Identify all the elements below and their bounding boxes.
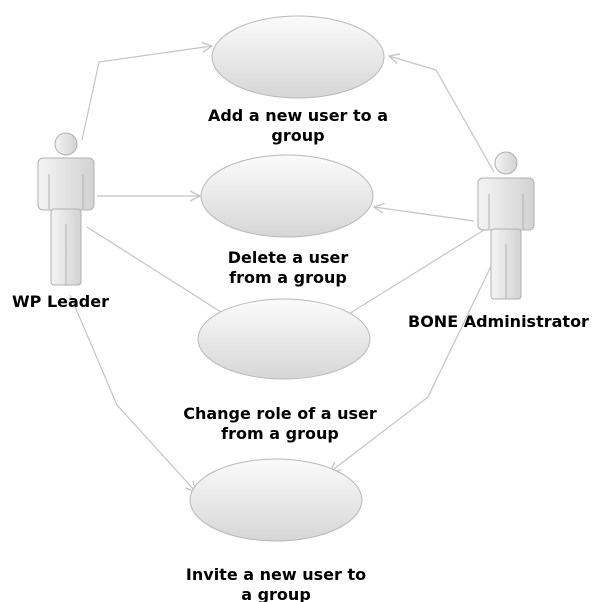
use-case-change-role-line1: Change role of a user (183, 404, 377, 423)
actor-bone-admin-label: BONE Administrator (408, 312, 589, 331)
use-case-add-user-ellipse[interactable] (211, 15, 385, 99)
actor-wp-leader-figure[interactable] (37, 132, 95, 286)
use-case-delete-user-line1: Delete a user (227, 248, 349, 267)
use-case-invite-user-ellipse[interactable] (189, 458, 363, 542)
use-case-invite-user-label: Invite a new user to a group (126, 565, 426, 602)
use-case-change-role-line2: from a group (221, 424, 339, 443)
association-bone-admin-delete-user (374, 207, 475, 222)
use-case-invite-user-line1: Invite a new user to (185, 565, 367, 584)
association-wp-leader-change-role (86, 226, 232, 319)
use-case-change-role-label: Change role of a user from a group (130, 404, 430, 444)
actor-bone-admin-figure[interactable] (477, 151, 535, 300)
use-case-delete-user-line2: from a group (229, 268, 347, 287)
actor-wp-leader-label: WP Leader (12, 292, 109, 311)
use-case-invite-user-line2: a group (241, 585, 311, 602)
association-bone-admin-add-user (389, 56, 495, 173)
association-bone-admin-change-role (339, 229, 485, 320)
association-wp-leader-add-user (81, 46, 212, 141)
use-case-add-user-line1: Add a new user to a (207, 106, 389, 125)
use-case-add-user-label: Add a new user to a group (148, 106, 448, 146)
association-wp-leader-invite-user (69, 294, 196, 492)
use-case-delete-user-label: Delete a user from a group (138, 248, 438, 288)
association-bone-admin-invite-user (330, 263, 493, 472)
use-case-change-role-ellipse[interactable] (197, 298, 371, 380)
use-case-delete-user-ellipse[interactable] (200, 154, 374, 238)
use-case-add-user-line2: group (271, 126, 325, 145)
